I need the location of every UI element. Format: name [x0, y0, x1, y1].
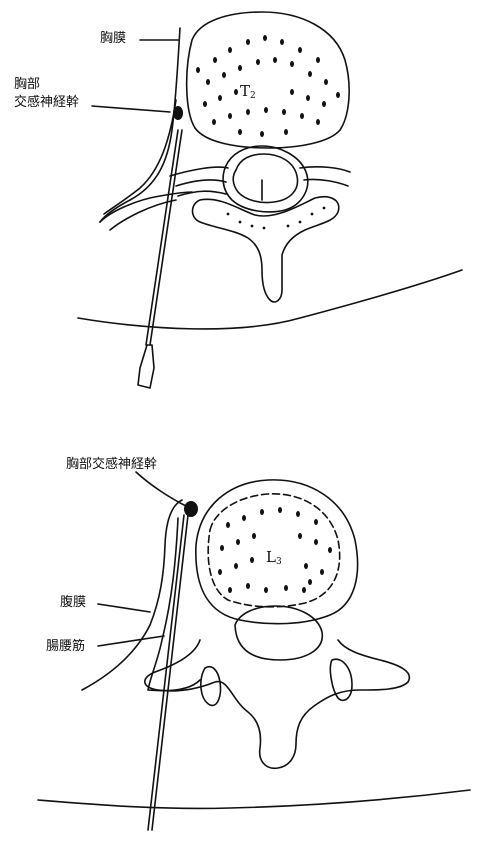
label-thoracic-sympathetic-trunk-line1: 胸部	[14, 78, 40, 91]
vertebra-label-l3: L3	[266, 550, 282, 567]
label-iliopsoas: 腸腰筋	[46, 640, 85, 653]
needle-bottom	[152, 515, 188, 830]
label-pleura: 胸膜	[100, 32, 126, 45]
label-thoracic-sympathetic-trunk-bottom: 胸部交感神経幹	[66, 458, 157, 471]
vertebra-label-t2: T2	[240, 84, 256, 101]
label-thoracic-sympathetic-trunk-line2: 交感神経幹	[14, 96, 79, 109]
skin-line-bottom	[38, 790, 470, 808]
label-peritoneum: 腹膜	[60, 596, 86, 609]
sympathetic-ganglion-bottom	[184, 501, 198, 517]
